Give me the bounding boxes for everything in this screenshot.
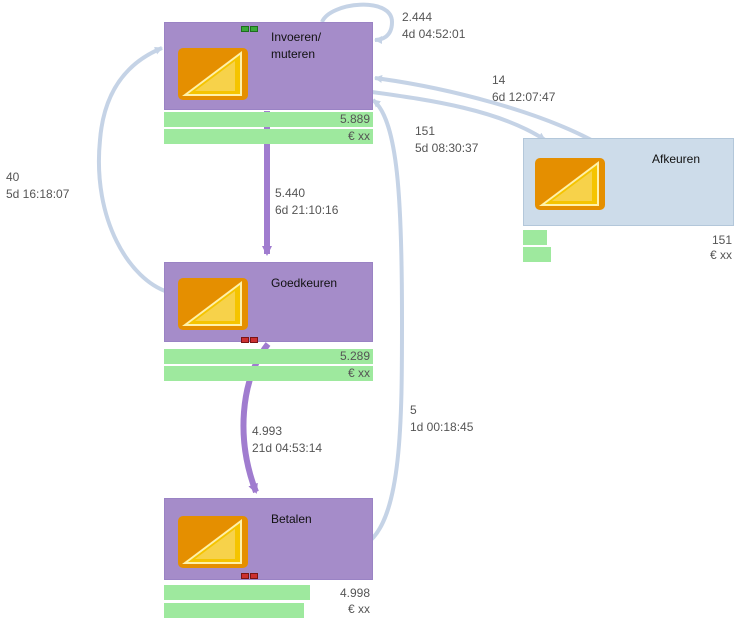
node-invoeren-muteren[interactable]: Invoeren/ muteren <box>164 22 373 110</box>
status-marker-red <box>241 337 249 343</box>
edge-duration: 5d 08:30:37 <box>415 141 479 155</box>
status-marker-green <box>241 26 249 32</box>
node-label: Afkeuren <box>652 152 701 166</box>
edge-label-invoeren-to-goedkeuren: 5.440 6d 21:10:16 <box>275 185 338 219</box>
count-bar <box>523 230 547 245</box>
edge-duration: 21d 04:53:14 <box>252 441 323 455</box>
edge-self-loop[interactable] <box>320 2 395 44</box>
edge-duration: 6d 21:10:16 <box>275 203 339 217</box>
edge-duration: 4d 04:52:01 <box>402 27 466 41</box>
activity-icon <box>178 48 248 100</box>
edge-count: 40 <box>6 170 20 184</box>
node-label-line1: Invoeren/ <box>271 30 322 44</box>
status-marker-red <box>250 337 258 343</box>
node-betalen[interactable]: Betalen <box>164 498 373 580</box>
node-afkeuren[interactable]: Afkeuren <box>523 138 734 226</box>
count-bar <box>164 112 373 127</box>
amount-bar <box>164 366 373 381</box>
edge-count: 5 <box>410 403 417 417</box>
node-count: 5.889 <box>339 112 370 126</box>
edge-duration: 6d 12:07:47 <box>492 90 556 104</box>
status-marker-green <box>250 26 258 32</box>
edge-count: 4.993 <box>252 424 283 438</box>
edge-duration: 1d 00:18:45 <box>410 420 474 434</box>
edge-invoeren-to-afkeuren[interactable] <box>371 90 547 142</box>
node-goedkeuren[interactable]: Goedkeuren <box>164 262 373 343</box>
activity-icon <box>535 158 605 210</box>
edge-goedkeuren-to-invoeren[interactable] <box>96 46 169 294</box>
edge-count: 151 <box>415 124 436 138</box>
amount-bar <box>523 247 551 262</box>
node-label: Goedkeuren <box>271 276 338 290</box>
node-count: 151 <box>711 233 732 247</box>
node-amount: € xx <box>709 248 732 262</box>
node-count: 4.998 <box>339 586 370 600</box>
edge-label-afkeuren-to-invoeren: 14 6d 12:07:47 <box>492 72 555 106</box>
edge-label-self-loop: 2.444 4d 04:52:01 <box>402 9 465 43</box>
status-marker-red <box>250 573 258 579</box>
edge-afkeuren-to-invoeren[interactable] <box>374 74 596 144</box>
node-count: 5.289 <box>339 349 370 363</box>
edge-duration: 5d 16:18:07 <box>6 187 70 201</box>
edge-label-invoeren-to-afkeuren: 151 5d 08:30:37 <box>415 123 478 157</box>
edge-betalen-to-invoeren[interactable] <box>364 98 405 546</box>
node-label: Betalen <box>271 512 312 526</box>
activity-icon <box>178 278 248 330</box>
edge-label-goedkeuren-to-betalen: 4.993 21d 04:53:14 <box>252 423 322 457</box>
amount-bar <box>164 129 373 144</box>
activity-icon <box>178 516 248 568</box>
node-amount: € xx <box>347 366 370 380</box>
edge-count: 14 <box>492 73 506 87</box>
edge-count: 5.440 <box>275 186 306 200</box>
edge-label-betalen-to-invoeren: 5 1d 00:18:45 <box>410 402 473 436</box>
edge-count: 2.444 <box>402 10 433 24</box>
count-bar <box>164 349 373 364</box>
node-amount: € xx <box>347 602 370 616</box>
amount-bar <box>164 603 304 618</box>
node-label-line2: muteren <box>271 47 316 61</box>
edge-label-goedkeuren-to-invoeren: 40 5d 16:18:07 <box>6 169 69 203</box>
count-bar <box>164 585 310 600</box>
node-amount: € xx <box>347 129 370 143</box>
status-marker-red <box>241 573 249 579</box>
